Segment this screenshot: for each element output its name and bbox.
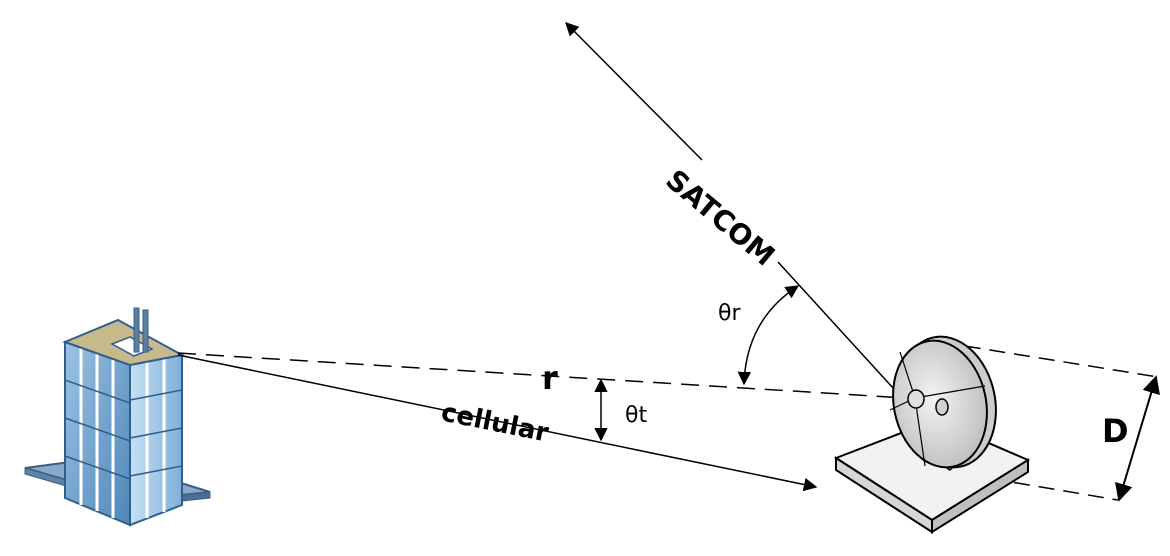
theta-r-label: θr bbox=[718, 301, 741, 326]
r-label: r bbox=[542, 359, 558, 397]
d-arrow bbox=[1115, 375, 1160, 502]
d-label: D bbox=[1102, 412, 1129, 450]
office-building-icon bbox=[24, 307, 211, 527]
cellular-label: cellular bbox=[439, 397, 552, 448]
d-dashed-top bbox=[939, 341, 1159, 378]
satcom-line-lower bbox=[777, 261, 905, 401]
cellular-arrow bbox=[177, 354, 818, 492]
satcom-arrow bbox=[565, 22, 703, 161]
theta-t-label: θt bbox=[625, 403, 647, 428]
theta-r-arc bbox=[737, 285, 800, 386]
satellite-dish-icon bbox=[833, 335, 1031, 534]
satcom-label: SATCOM bbox=[660, 163, 782, 272]
r-dashed-line bbox=[177, 352, 906, 399]
